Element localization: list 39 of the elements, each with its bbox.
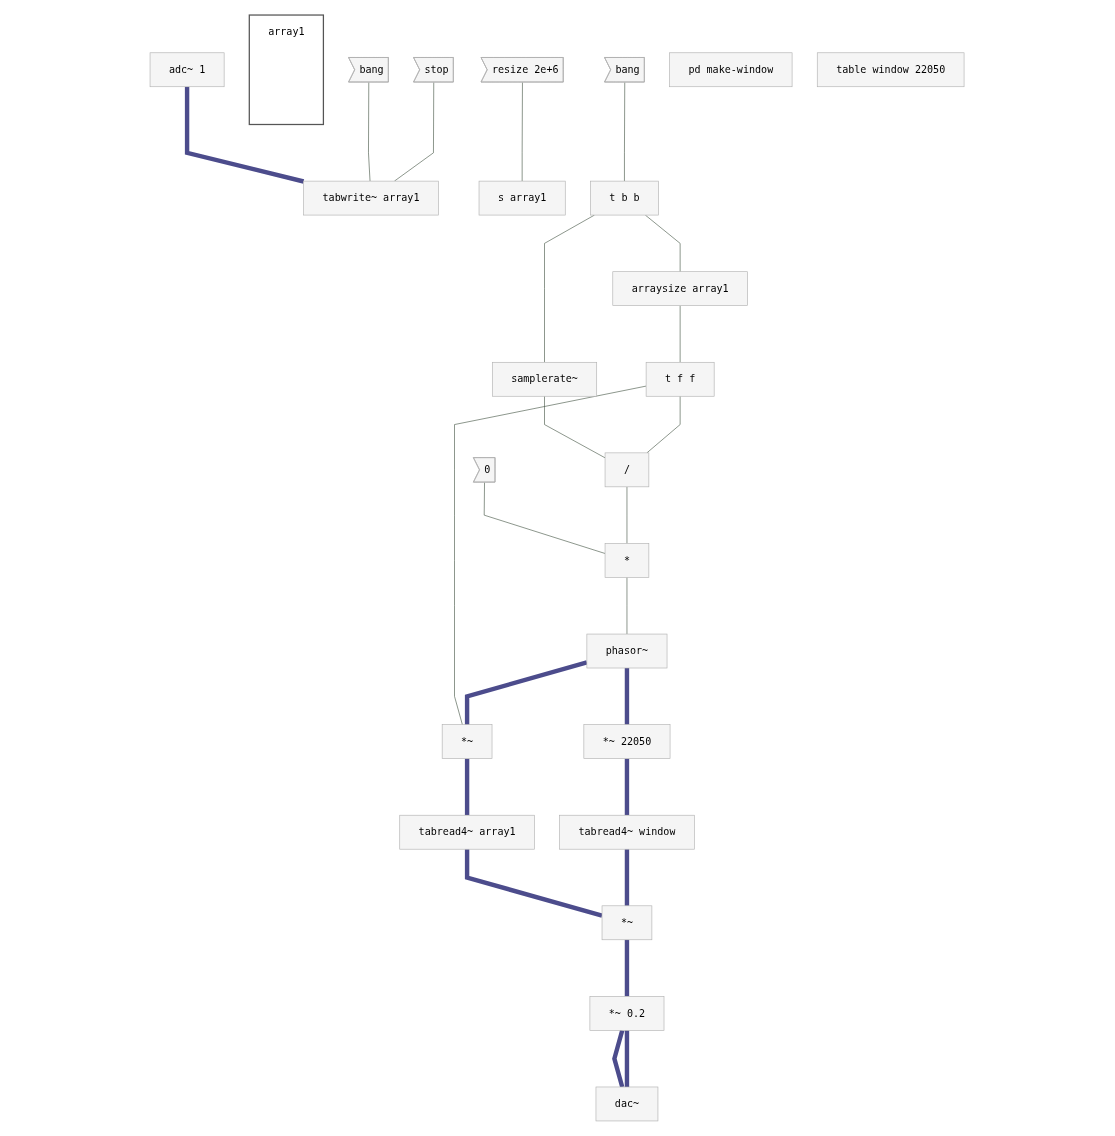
node-box: tabread4~ window (559, 814, 696, 850)
node-box: table window 22050 (817, 52, 965, 88)
node-box: tabread4~ array1 (399, 814, 536, 850)
connector (645, 214, 681, 272)
node-box: / (605, 452, 650, 488)
node-box: t f f (646, 361, 715, 397)
connector (465, 758, 470, 816)
node-box: pd make-window (669, 52, 793, 88)
node-box: *~ (602, 905, 653, 941)
connector (368, 82, 371, 182)
node-box: adc~ 1 (150, 52, 225, 88)
connector (625, 939, 630, 997)
connector (544, 395, 606, 459)
node-box: t b b (590, 180, 660, 216)
node-box: dac~ (596, 1086, 659, 1122)
node-box: phasor~ (587, 633, 668, 669)
node-box: *~ (442, 724, 493, 759)
connector (625, 849, 630, 906)
connector (625, 758, 630, 816)
node-box: *~ 22050 (583, 724, 671, 759)
connector (624, 82, 626, 182)
connector (625, 1030, 630, 1087)
connector (625, 668, 630, 725)
connector (484, 482, 606, 554)
node-box: tabwrite~ array1 (303, 180, 440, 216)
connector (454, 385, 647, 725)
connector (465, 849, 604, 918)
connector (612, 1029, 625, 1088)
node-box: *~ 0.2 (590, 996, 665, 1031)
connector (647, 395, 681, 454)
node-box: s array1 (479, 180, 566, 216)
connector (522, 82, 524, 182)
node-box: array1 (249, 14, 325, 126)
node-box: * (605, 543, 650, 578)
connector (465, 660, 588, 725)
node-box: samplerate~ (492, 361, 598, 397)
connector (394, 82, 435, 182)
connector (185, 86, 305, 184)
node-box: arraysize array1 (612, 271, 749, 306)
